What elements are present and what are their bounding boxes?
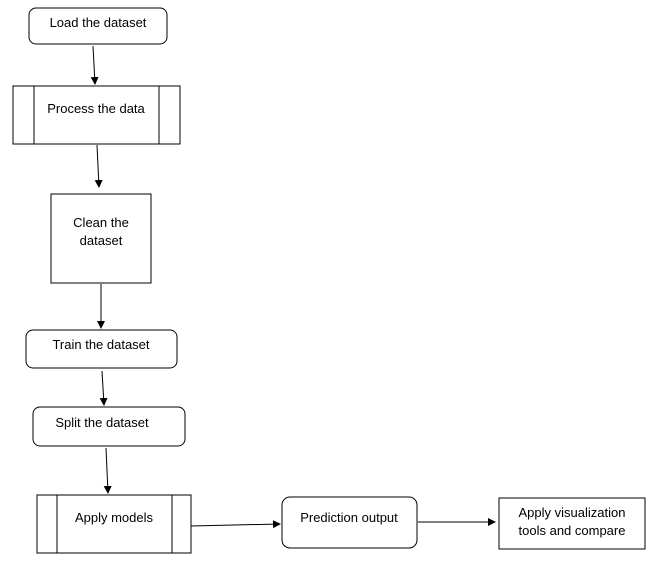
node-process-data-label: Process the data [47, 101, 145, 116]
node-clean-dataset-label-line1: Clean the [73, 215, 129, 230]
edge-process-to-clean [94, 144, 103, 188]
node-clean-dataset: Clean the dataset [50, 193, 152, 284]
node-train-dataset-label: Train the dataset [52, 337, 149, 352]
node-apply-visualization-label-line2: tools and compare [519, 523, 626, 538]
node-load-dataset: Load the dataset [28, 7, 168, 45]
node-clean-dataset-label-line2: dataset [80, 233, 123, 248]
node-train-dataset: Train the dataset [25, 329, 178, 369]
edge-split-to-apply-models [103, 447, 112, 494]
node-prediction-output-label: Prediction output [300, 510, 398, 525]
node-prediction-output: Prediction output [281, 496, 418, 549]
edge-train-to-split [99, 370, 108, 406]
node-load-dataset-label: Load the dataset [50, 15, 147, 30]
edge-apply-models-to-prediction [190, 520, 281, 529]
node-apply-visualization-label-line1: Apply visualization [519, 505, 626, 520]
node-split-dataset-label: Split the dataset [55, 415, 149, 430]
node-apply-models-label: Apply models [75, 510, 154, 525]
node-apply-models: Apply models [36, 494, 192, 554]
node-split-dataset: Split the dataset [32, 406, 186, 447]
node-apply-visualization: Apply visualization tools and compare [498, 497, 646, 550]
node-process-data: Process the data [12, 85, 181, 145]
edge-load-to-process [90, 45, 99, 85]
